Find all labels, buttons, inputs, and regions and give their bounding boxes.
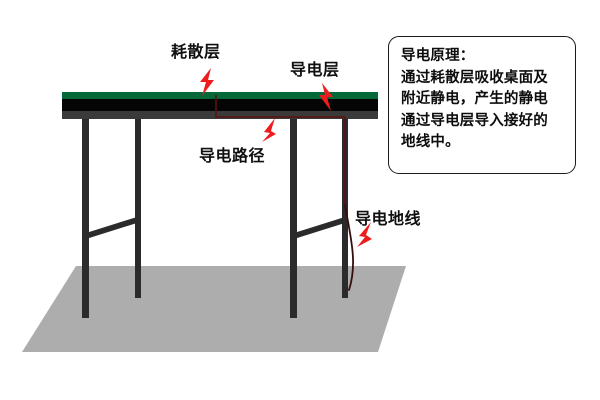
cross-brace-right xyxy=(294,216,348,239)
principle-info-box: 导电原理： 通过耗散层吸收桌面及 附近静电，产生的静电 通过导电层导入接好的 地… xyxy=(388,36,576,174)
table-leg-front-right xyxy=(290,117,297,318)
cross-brace-left xyxy=(86,216,140,239)
table-edge-band xyxy=(62,111,378,119)
label-conductive-layer: 导电层 xyxy=(290,60,340,79)
conductive-path-line xyxy=(215,95,346,205)
info-box-heading: 导电原理： xyxy=(401,48,475,64)
info-box-line: 通过导电层导入接好的 xyxy=(401,112,548,129)
arrow-ground-wire xyxy=(357,222,372,247)
table-leg-front-left xyxy=(82,117,89,318)
dissipative-layer-body xyxy=(62,92,378,99)
conductive-layer-body xyxy=(62,99,378,111)
label-conductive-path: 导电路径 xyxy=(199,146,266,165)
ground-plane xyxy=(22,266,406,352)
table-leg-rear-left xyxy=(135,117,141,298)
ground-wire-line xyxy=(344,204,354,291)
info-box-line: 地线中。 xyxy=(401,134,460,150)
label-dissipative-layer: 耗散层 xyxy=(171,42,221,61)
arrow-dissipative-layer xyxy=(200,68,214,96)
info-box-line: 通过耗散层吸收桌面及 xyxy=(401,69,548,86)
arrow-conductive-path xyxy=(262,118,276,142)
info-box-line: 附近静电，产生的静电 xyxy=(401,91,548,107)
label-ground-wire: 导电地线 xyxy=(355,209,422,228)
arrow-conductive-layer xyxy=(319,83,333,111)
